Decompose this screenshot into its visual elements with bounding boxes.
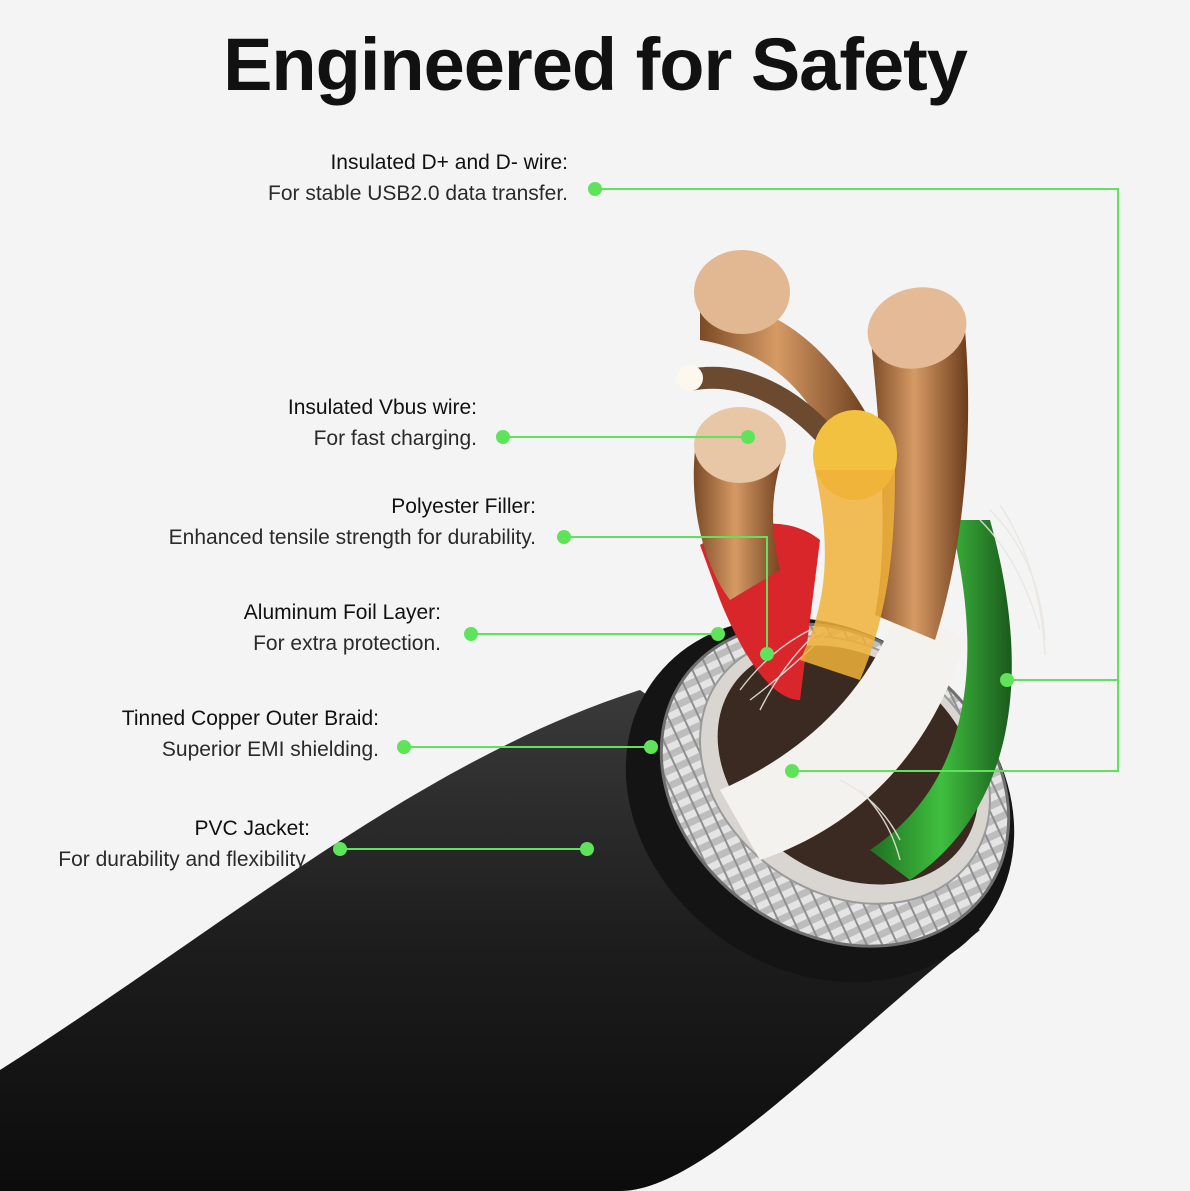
copper-conductors-shape — [677, 250, 969, 680]
callout-description: Superior EMI shielding. — [161, 738, 379, 761]
callout-markers — [333, 182, 1014, 856]
marker-dot — [397, 740, 411, 754]
page-title: Engineered for Safety — [223, 23, 968, 106]
callout-description: For stable USB2.0 data transfer. — [268, 182, 568, 205]
marker-dot — [496, 430, 510, 444]
callout-pvc-jacket: PVC Jacket: For durability and flexibili… — [58, 813, 310, 875]
marker-dot — [644, 740, 658, 754]
marker-dot — [588, 182, 602, 196]
callout-vbus-wire: Insulated Vbus wire: For fast charging. — [288, 392, 477, 454]
callout-aluminum-foil: Aluminum Foil Layer: For extra protectio… — [244, 597, 441, 659]
marker-dot — [580, 842, 594, 856]
marker-dot — [760, 647, 774, 661]
callout-heading: PVC Jacket: — [194, 817, 310, 840]
marker-dot — [785, 764, 799, 778]
callout-heading: Insulated D+ and D- wire: — [330, 151, 568, 174]
callout-leader-lines — [340, 188, 1119, 850]
callout-description: For durability and flexibility. — [58, 848, 310, 871]
polyester-filler-shape — [739, 504, 1046, 861]
callout-copper-braid: Tinned Copper Outer Braid: Superior EMI … — [122, 703, 379, 765]
callout-dplus-dminus-wire: Insulated D+ and D- wire: For stable USB… — [268, 147, 568, 209]
callout-heading: Polyester Filler: — [391, 495, 536, 518]
callout-description: For extra protection. — [253, 632, 441, 655]
callout-heading: Insulated Vbus wire: — [287, 396, 477, 419]
white-wire-shape — [720, 600, 965, 860]
marker-dot — [464, 627, 478, 641]
marker-dot — [557, 530, 571, 544]
callout-polyester-filler: Polyester Filler: Enhanced tensile stren… — [169, 491, 536, 553]
callout-description: For fast charging. — [313, 427, 477, 450]
green-wire-shape — [870, 520, 1012, 880]
marker-dot — [711, 627, 725, 641]
marker-dot — [1000, 673, 1014, 687]
marker-dot — [741, 430, 755, 444]
callout-description: Enhanced tensile strength for durability… — [168, 526, 536, 549]
callout-heading: Aluminum Foil Layer: — [243, 601, 441, 624]
marker-dot — [333, 842, 347, 856]
callout-heading: Tinned Copper Outer Braid: — [121, 707, 379, 730]
